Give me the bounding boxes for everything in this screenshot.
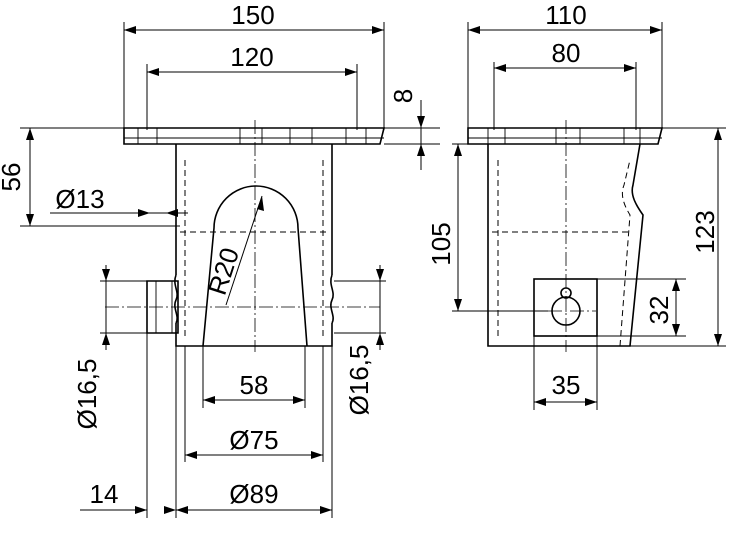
- dim-label-105: 105: [426, 222, 456, 265]
- dim-label-58: 58: [240, 370, 269, 400]
- front-slot: [202, 185, 308, 347]
- dim-label-120: 120: [230, 42, 273, 72]
- dim-label-80: 80: [552, 38, 581, 68]
- dim-label-outlet-right: Ø16,5: [344, 345, 374, 416]
- dim-label-35: 35: [552, 370, 581, 400]
- dim-label-32: 32: [644, 296, 674, 325]
- side-body: [487, 143, 644, 347]
- side-flange: [467, 127, 664, 145]
- side-outlet: [533, 278, 598, 337]
- front-body: [175, 144, 333, 347]
- dim-label-110: 110: [545, 0, 586, 30]
- side-view: [467, 120, 664, 352]
- dim-label-8: 8: [388, 89, 418, 103]
- dim-label-123: 123: [690, 210, 720, 253]
- front-flange-holes: [137, 128, 367, 144]
- dim-label-14: 14: [90, 479, 119, 509]
- front-view: [105, 120, 386, 352]
- dim-label-150: 150: [231, 0, 274, 30]
- dim-label-hole-13: Ø13: [55, 184, 104, 214]
- front-side-outlet: [146, 280, 179, 334]
- dim-label-outlet-left: Ø16,5: [72, 359, 102, 430]
- front-flange: [123, 127, 386, 145]
- dim-label-56: 56: [0, 163, 26, 192]
- side-dimensions: [384, 22, 726, 410]
- front-dimensions: [20, 22, 386, 518]
- dim-label-89: Ø89: [229, 479, 278, 509]
- dim-label-r20: R20: [202, 244, 245, 299]
- dim-label-75: Ø75: [229, 425, 278, 455]
